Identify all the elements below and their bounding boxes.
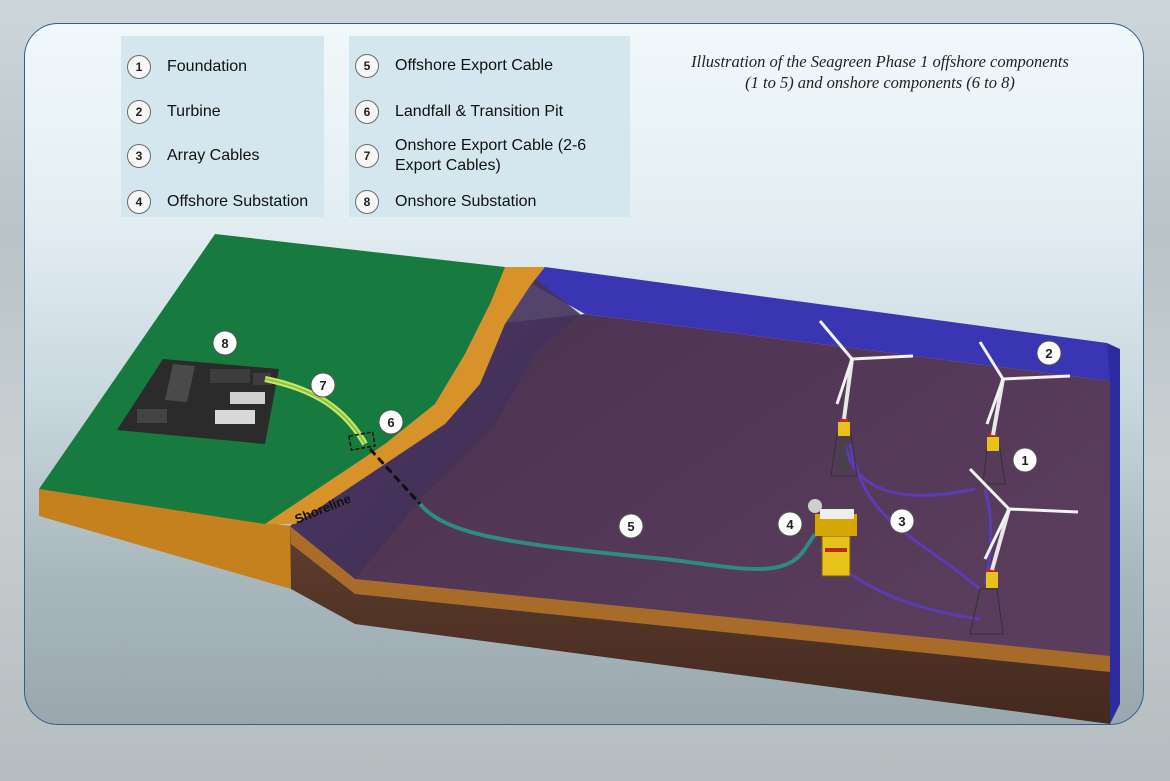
shoreline-strip — [265, 267, 545, 524]
legend-box-left: 1 Foundation 2 Turbine 3 Array Cables 4 … — [121, 36, 324, 217]
offshore-substation — [808, 499, 857, 577]
marker-5: 5 — [618, 513, 644, 539]
marker-8: 8 — [212, 330, 238, 356]
diagram-frame: 1 Foundation 2 Turbine 3 Array Cables 4 … — [24, 23, 1144, 725]
legend-label: Landfall & Transition Pit — [395, 103, 564, 120]
sediment-strip — [290, 526, 1110, 672]
legend-number: 6 — [355, 100, 379, 124]
turbine-2 — [978, 341, 1071, 485]
legend-item-turbine: 2 Turbine — [127, 100, 221, 124]
legend-number: 4 — [127, 190, 151, 214]
legend-item-onshore-export-cable: 7 Onshore Export Cable (2-6 Export Cable… — [355, 136, 610, 176]
marker-2: 2 — [1036, 340, 1062, 366]
marker-4: 4 — [777, 511, 803, 537]
legend-item-onshore-substation: 8 Onshore Substation — [355, 190, 536, 214]
seabed-block-diagram: Shoreline 8 7 6 5 4 3 1 — [39, 234, 1120, 724]
legend-label: Offshore Export Cable — [395, 57, 554, 74]
offshore-export-cable — [418, 502, 817, 571]
marker-5-label: 5 — [627, 519, 634, 534]
legend-label: Onshore Substation — [395, 193, 537, 210]
export-cable-buried — [368, 447, 422, 506]
marker-4-label: 4 — [786, 517, 794, 532]
marker-6: 6 — [378, 409, 404, 435]
turbine-3 — [968, 467, 1079, 635]
marker-7: 7 — [310, 372, 336, 398]
legend-label: Array Cables — [167, 147, 260, 164]
caption-line-1: Illustration of the Seagreen Phase 1 off… — [691, 52, 1069, 71]
legend-label: Offshore Substation — [167, 193, 309, 210]
marker-1-label: 1 — [1021, 453, 1028, 468]
land-front-face — [39, 489, 291, 589]
onshore-substation — [117, 359, 279, 444]
marker-1: 1 — [1012, 447, 1038, 473]
legend-item-offshore-substation: 4 Offshore Substation — [127, 190, 308, 214]
legend-number: 1 — [127, 55, 151, 79]
legend-item-array-cables: 3 Array Cables — [127, 144, 259, 168]
marker-6-label: 6 — [387, 415, 394, 430]
diagram-caption: Illustration of the Seagreen Phase 1 off… — [655, 51, 1105, 93]
marker-3-label: 3 — [898, 514, 905, 529]
marker-3: 3 — [889, 508, 915, 534]
legend-label: Foundation — [167, 58, 248, 75]
transition-pit — [348, 431, 376, 451]
marker-8-label: 8 — [221, 336, 228, 351]
marker-7-label: 7 — [319, 378, 326, 393]
caption-line-2: (1 to 5) and onshore components (6 to 8) — [745, 73, 1015, 92]
legend-number: 3 — [127, 144, 151, 168]
legend-box-right: 5 Offshore Export Cable 6 Landfall & Tra… — [349, 36, 630, 217]
marker-2-label: 2 — [1045, 346, 1052, 361]
legend-number: 8 — [355, 190, 379, 214]
legend-label: Turbine — [167, 103, 221, 120]
legend-item-foundation: 1 Foundation — [127, 55, 247, 79]
legend-item-offshore-export-cable: 5 Offshore Export Cable — [355, 54, 553, 78]
legend-label: Onshore Export Cable (2-6 Export Cables) — [395, 137, 587, 174]
turbine-1 — [818, 320, 914, 477]
water-surface — [505, 267, 1110, 381]
water-side-edge — [1107, 343, 1120, 724]
legend-number: 7 — [355, 144, 379, 168]
legend-number: 2 — [127, 100, 151, 124]
legend-item-landfall: 6 Landfall & Transition Pit — [355, 100, 563, 124]
legend-number: 5 — [355, 54, 379, 78]
